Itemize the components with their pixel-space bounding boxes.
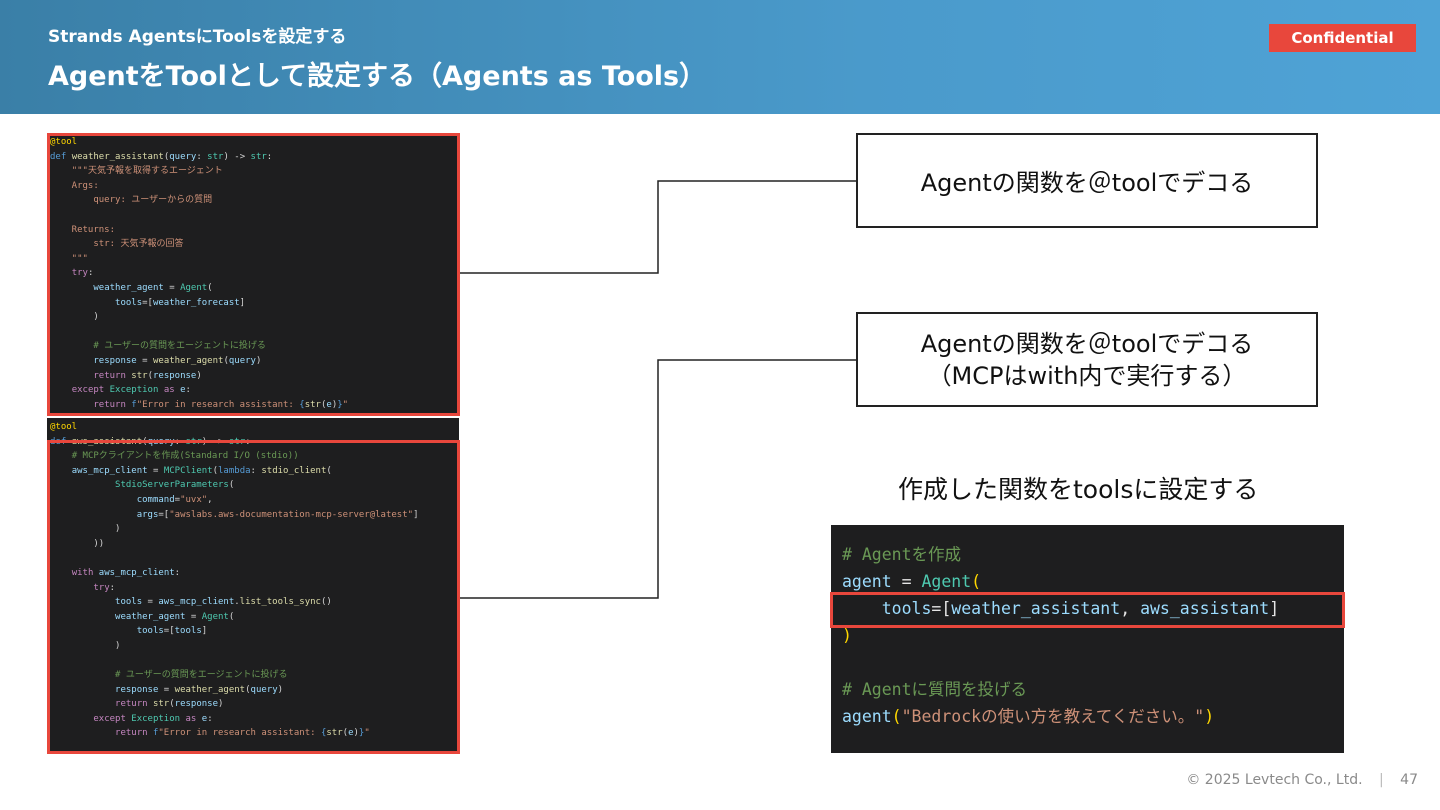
tools-setting-label: 作成した関数をtoolsに設定する (898, 475, 1259, 504)
callout-text-1: Agentの関数を＠toolでデコる (920, 169, 1254, 197)
weather-assistant-code: @tool def weather_assistant(query: str) … (47, 133, 459, 416)
copyright-text: © 2025 Levtech Co., Ltd. (1186, 772, 1363, 788)
highlight-box-weather (47, 133, 460, 416)
connector-line-2 (460, 359, 856, 599)
page-number: 47 (1400, 772, 1418, 788)
slide-title: AgentをToolとして設定する（Agents as Tools） (48, 61, 707, 92)
connector-line-1 (460, 180, 856, 274)
callout-text-2a: Agentの関数を＠toolでデコる (920, 329, 1254, 358)
slide-subtitle: Strands AgentsにToolsを設定する (48, 27, 347, 47)
footer-separator: | (1379, 772, 1384, 788)
callout-box-mcp-with: Agentの関数を＠toolでデコる （MCPはwith内で実行する） (856, 312, 1318, 407)
callout-box-tool-decorator: Agentの関数を＠toolでデコる (856, 133, 1318, 228)
slide-footer: © 2025 Levtech Co., Ltd. | 47 (1186, 772, 1418, 788)
slide-header: Strands AgentsにToolsを設定する AgentをToolとして設… (0, 0, 1440, 114)
confidential-badge: Confidential (1269, 24, 1416, 52)
highlight-box-tools (830, 592, 1345, 628)
callout-text-2b: （MCPはwith内で実行する） (927, 361, 1247, 390)
highlight-box-aws (47, 440, 460, 754)
aws-assistant-code: @tool def aws_assistant(query: str) -> s… (47, 418, 459, 754)
agent-setup-code: # Agentを作成 agent = Agent( tools=[weather… (831, 525, 1344, 753)
